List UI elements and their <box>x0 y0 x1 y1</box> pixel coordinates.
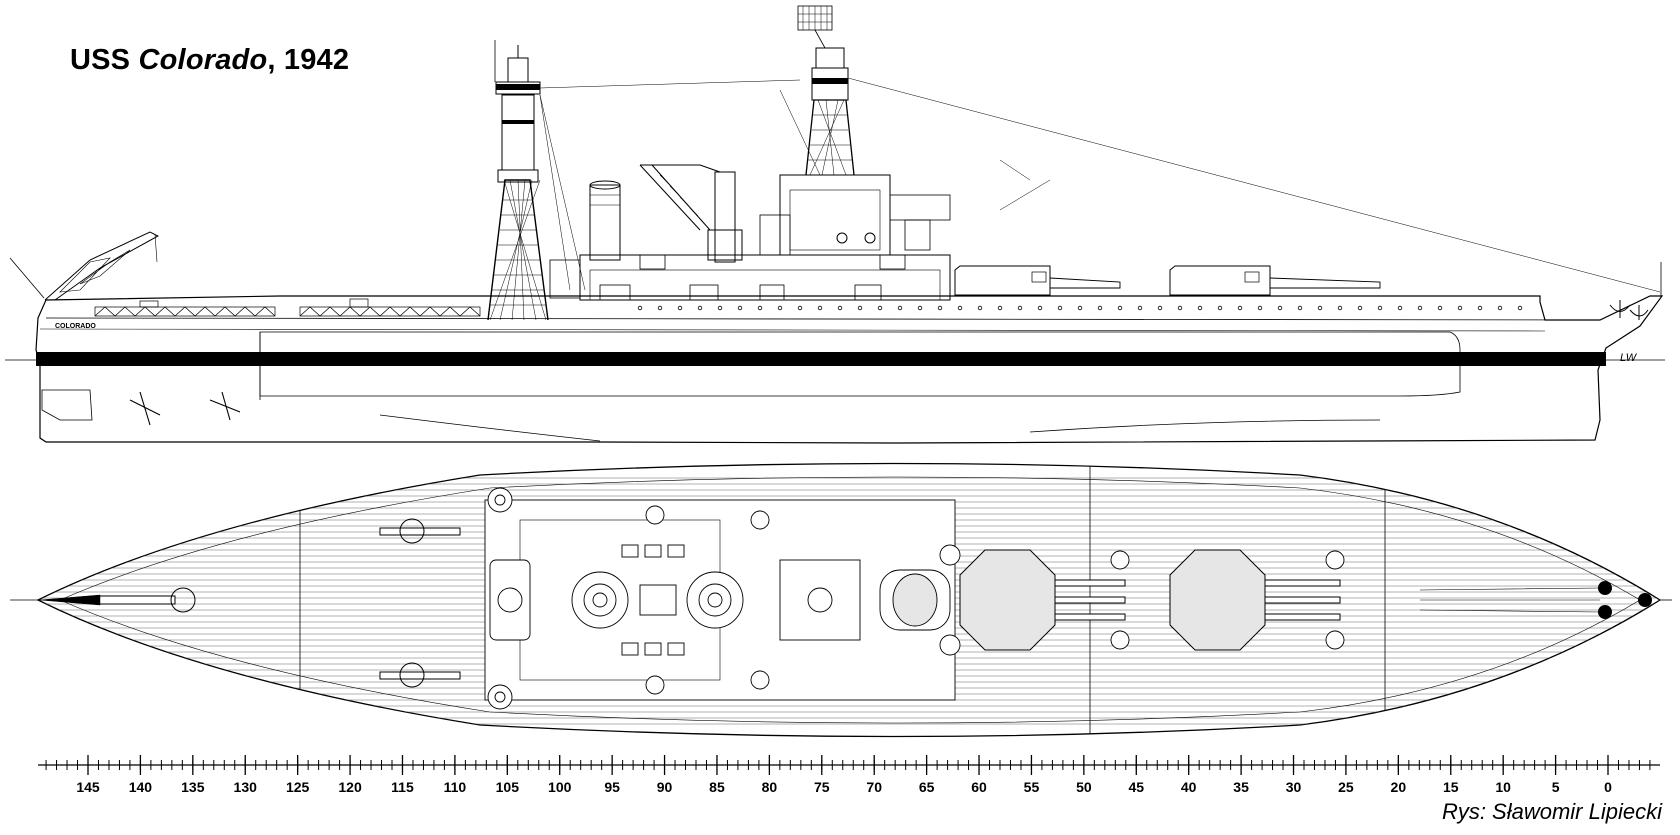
boat-crane <box>639 164 743 263</box>
rudder <box>41 389 93 421</box>
scale-label: 105 <box>496 779 520 795</box>
aft-catapults-plan <box>94 518 461 688</box>
scale-label: 95 <box>604 779 620 795</box>
aircraft-crane <box>44 231 160 301</box>
plan-view <box>10 462 1672 738</box>
propeller-outboard <box>129 391 161 426</box>
scale-label: 140 <box>129 779 153 795</box>
scale-label: 75 <box>814 779 830 795</box>
scale-label: 145 <box>76 779 100 795</box>
rigging <box>539 77 1661 293</box>
scale-label: 65 <box>919 779 935 795</box>
anti-torpedo-bulge <box>259 331 1461 397</box>
portholes <box>637 305 1523 311</box>
scale-label: 85 <box>709 779 725 795</box>
propeller-inboard <box>209 391 241 421</box>
scale-label: 40 <box>1181 779 1197 795</box>
center-superstructure-plan <box>484 499 956 701</box>
scale-label: 10 <box>1495 779 1511 795</box>
scale-label: 30 <box>1286 779 1302 795</box>
scale-label: 25 <box>1338 779 1354 795</box>
scale-label: 60 <box>971 779 987 795</box>
author-credit: Rys: Sławomir Lipiecki <box>1441 799 1662 824</box>
scale-label: 20 <box>1391 779 1407 795</box>
scale-label: 55 <box>1024 779 1040 795</box>
scale-label: 80 <box>762 779 778 795</box>
catapults <box>94 298 481 317</box>
scale-label: 35 <box>1233 779 1249 795</box>
scale-label: 0 <box>1604 779 1612 795</box>
waterline-label: LW <box>1620 352 1638 364</box>
scale-label: 110 <box>444 779 467 795</box>
forward-cage-mast <box>797 5 855 176</box>
turret-4-side <box>1169 265 1381 296</box>
aft-cage-mast <box>487 40 549 321</box>
boot-topping <box>36 352 1606 366</box>
title-prefix: USS <box>70 44 139 76</box>
side-profile <box>5 5 1665 444</box>
superstructure <box>549 174 951 301</box>
scale-label: 90 <box>657 779 673 795</box>
secondary-mounts <box>487 487 1345 710</box>
scale-label: 125 <box>286 779 310 795</box>
scale-label: 5 <box>1552 779 1560 795</box>
scale-label: 115 <box>391 779 414 795</box>
title-suffix: , 1942 <box>267 44 350 76</box>
bow-hawses <box>1598 581 1652 619</box>
scale-label: 120 <box>338 779 362 795</box>
turret-3-side <box>954 265 1121 296</box>
scale-label: 50 <box>1076 779 1092 795</box>
scale-label: 135 <box>181 779 205 795</box>
scale-label: 70 <box>866 779 882 795</box>
turret-3-plan <box>959 549 1126 651</box>
scale-label: 15 <box>1443 779 1459 795</box>
anchors <box>1609 300 1649 320</box>
scale-label: 100 <box>548 779 572 795</box>
drawing-title: USS Colorado, 1942 <box>70 44 349 77</box>
turret-4-plan <box>1169 549 1341 651</box>
funnel <box>589 180 621 261</box>
title-ship-name: Colorado <box>138 44 268 76</box>
scale-label: 45 <box>1128 779 1144 795</box>
scale-label: 130 <box>234 779 258 795</box>
hull-name-marking: COLORADO <box>55 323 96 330</box>
hull-outline <box>35 295 1664 444</box>
